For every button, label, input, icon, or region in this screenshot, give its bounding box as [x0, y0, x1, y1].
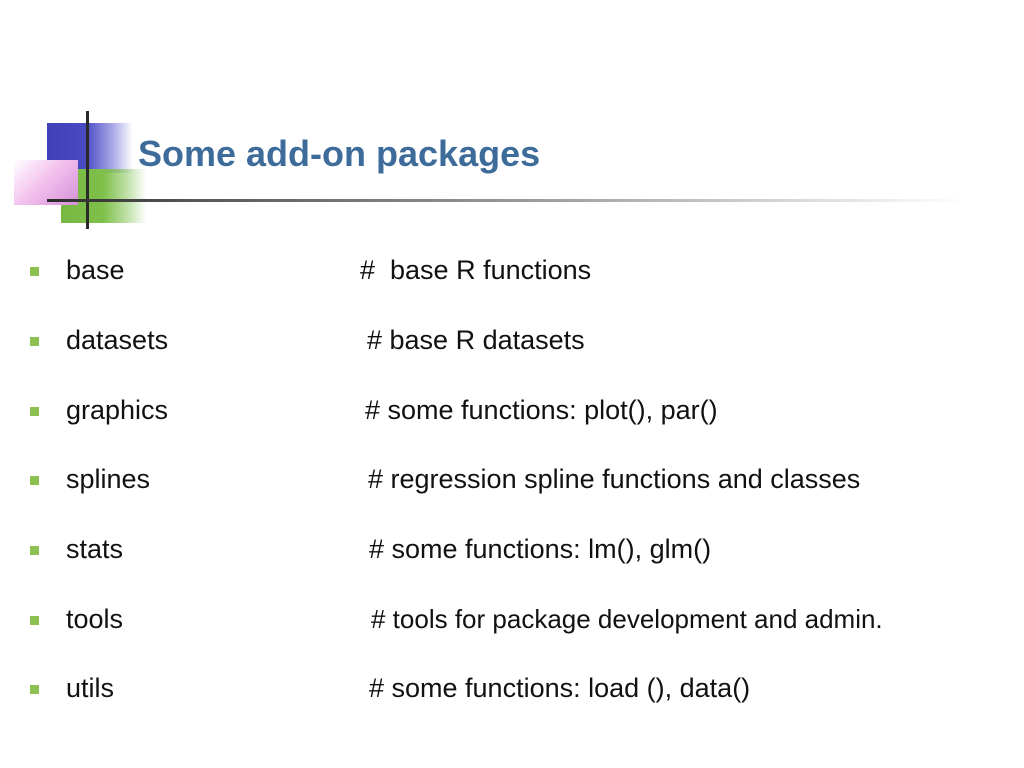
title-underline [47, 199, 967, 202]
package-comment: # some functions: load (), data() [369, 673, 751, 703]
package-name: utils [66, 673, 115, 703]
bullet-icon [30, 685, 39, 694]
package-comment: # some functions: plot(), par() [365, 395, 718, 425]
bullet-icon [30, 337, 39, 346]
package-comment: # tools for package development and admi… [371, 604, 883, 634]
package-name: datasets [66, 325, 169, 355]
list-item: tools # tools for package development an… [0, 600, 1024, 640]
list-item: stats # some functions: lm(), glm() [0, 530, 1024, 570]
package-comment: # some functions: lm(), glm() [369, 534, 712, 564]
bullet-icon [30, 616, 39, 625]
list-item: graphics # some functions: plot(), par() [0, 391, 1024, 431]
package-name: stats [66, 534, 124, 564]
package-name: tools [66, 604, 124, 634]
list-item: base # base R functions [0, 251, 1024, 291]
bullet-icon [30, 267, 39, 276]
package-comment: # base R datasets [367, 325, 585, 355]
list-item: splines # regression spline functions an… [0, 460, 1024, 500]
package-name: splines [66, 464, 151, 494]
package-name: graphics [66, 395, 169, 425]
logo-vertical-line [86, 111, 89, 229]
bullet-icon [30, 476, 39, 485]
list-item: utils # some functions: load (), data() [0, 669, 1024, 709]
bullet-icon [30, 546, 39, 555]
package-comment: # base R functions [360, 255, 592, 285]
package-name: base [66, 255, 125, 285]
bullet-icon [30, 407, 39, 416]
package-comment: # regression spline functions and classe… [368, 464, 861, 494]
slide-title: Some add-on packages [138, 133, 541, 174]
logo-pink-square [14, 160, 78, 205]
list-item: datasets # base R datasets [0, 321, 1024, 361]
